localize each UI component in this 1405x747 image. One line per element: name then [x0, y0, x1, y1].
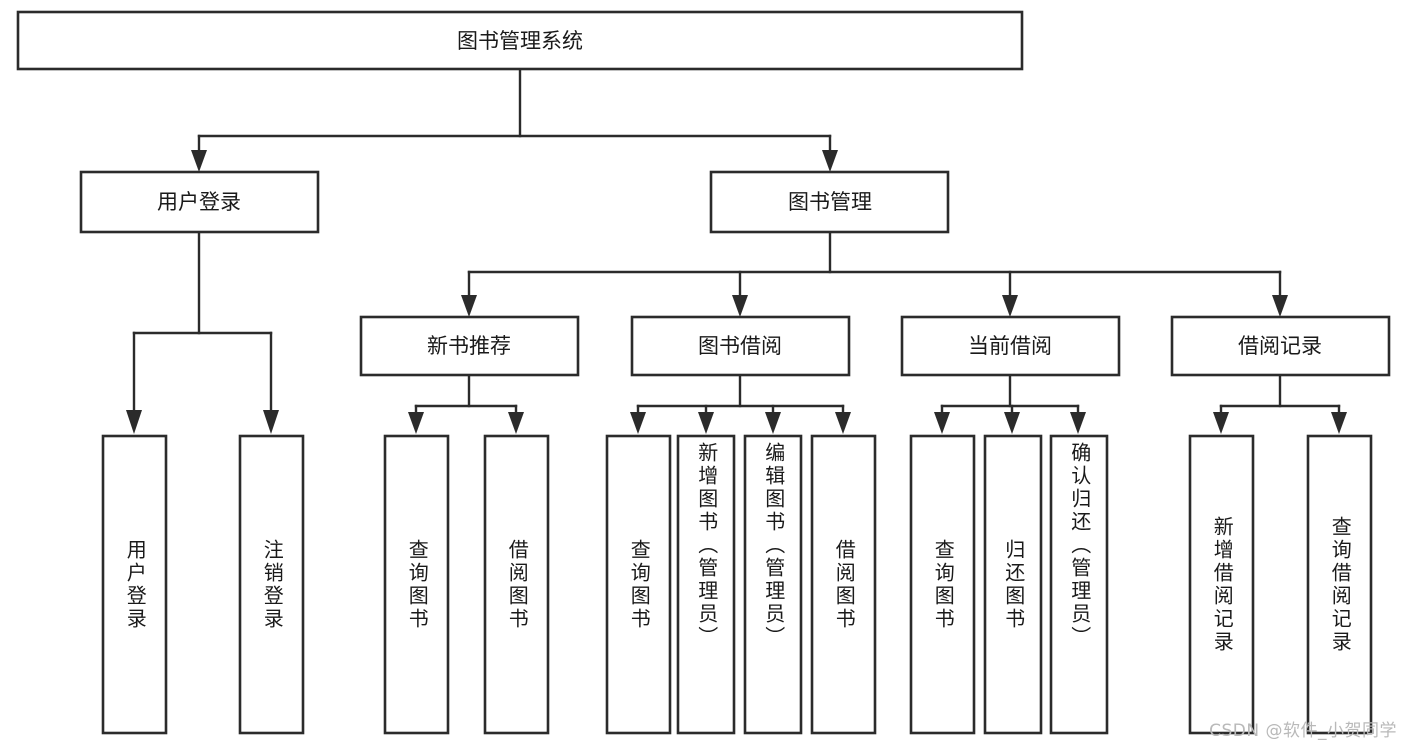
node-leaf-add-record[interactable] — [1188, 434, 1255, 735]
node-leaf-edit-book[interactable] — [743, 434, 803, 735]
node-leaf-add-book[interactable] — [676, 434, 736, 735]
arrow-to-leaf-borrow-book-2 — [835, 412, 851, 434]
arrow-to-book-borrow — [732, 295, 748, 317]
node-leaf-query-book-3[interactable] — [909, 434, 976, 735]
edges-layer — [126, 67, 1347, 434]
arrow-to-leaf-confirm-return — [1070, 412, 1086, 434]
node-borrow-record-label: 借阅记录 — [1238, 334, 1322, 358]
arrow-to-leaf-query-book-1 — [408, 412, 424, 434]
arrow-to-leaf-query-book-3 — [934, 412, 950, 434]
node-borrow-record[interactable] — [1170, 315, 1391, 377]
node-leaf-confirm-return[interactable] — [1049, 434, 1109, 735]
node-book-management-label: 图书管理 — [788, 190, 872, 214]
arrow-to-borrow-record — [1272, 295, 1288, 317]
node-current-borrow[interactable] — [900, 315, 1121, 377]
node-book-borrow[interactable] — [630, 315, 851, 377]
arrow-to-leaf-query-book-2 — [630, 412, 646, 434]
arrow-to-book-management — [822, 150, 838, 172]
arrow-to-leaf-add-book — [698, 412, 714, 434]
arrow-to-leaf-borrow-book-1 — [508, 412, 524, 434]
arrow-to-user-login — [191, 150, 207, 172]
arrow-to-leaf-edit-book — [765, 412, 781, 434]
node-root[interactable] — [16, 10, 1024, 71]
nodes-layer: 图书管理系统 用户登录 图书管理 新书推荐 图书借阅 当前借阅 借阅记录 — [16, 10, 1391, 735]
node-leaf-borrow-book-2[interactable] — [810, 434, 877, 735]
arrow-to-leaf-query-record — [1331, 412, 1347, 434]
node-current-borrow-label: 当前借阅 — [968, 334, 1052, 358]
arrow-to-leaf-user-login — [126, 410, 142, 434]
arrow-to-leaf-add-record — [1213, 412, 1229, 434]
arrow-to-new-book-recommend — [461, 295, 477, 317]
node-leaf-logout[interactable] — [238, 434, 305, 735]
node-book-management[interactable] — [709, 170, 950, 234]
node-leaf-query-book-1[interactable] — [383, 434, 450, 735]
node-leaf-query-record[interactable] — [1306, 434, 1373, 735]
arrow-to-leaf-logout — [263, 410, 279, 434]
node-leaf-return-book[interactable] — [983, 434, 1043, 735]
arrow-to-leaf-return-book — [1004, 412, 1020, 434]
arrow-to-current-borrow — [1002, 295, 1018, 317]
csdn-watermark: CSDN @软件_小贺同学 — [1209, 721, 1397, 741]
node-user-login[interactable] — [79, 170, 320, 234]
node-new-book-recommend-label: 新书推荐 — [427, 334, 511, 358]
node-leaf-query-book-2[interactable] — [605, 434, 672, 735]
node-root-label: 图书管理系统 — [457, 29, 583, 53]
node-new-book-recommend[interactable] — [359, 315, 580, 377]
node-book-borrow-label: 图书借阅 — [698, 334, 782, 358]
node-leaf-user-login[interactable] — [101, 434, 168, 735]
node-leaf-borrow-book-1[interactable] — [483, 434, 550, 735]
node-user-login-label: 用户登录 — [157, 190, 241, 214]
